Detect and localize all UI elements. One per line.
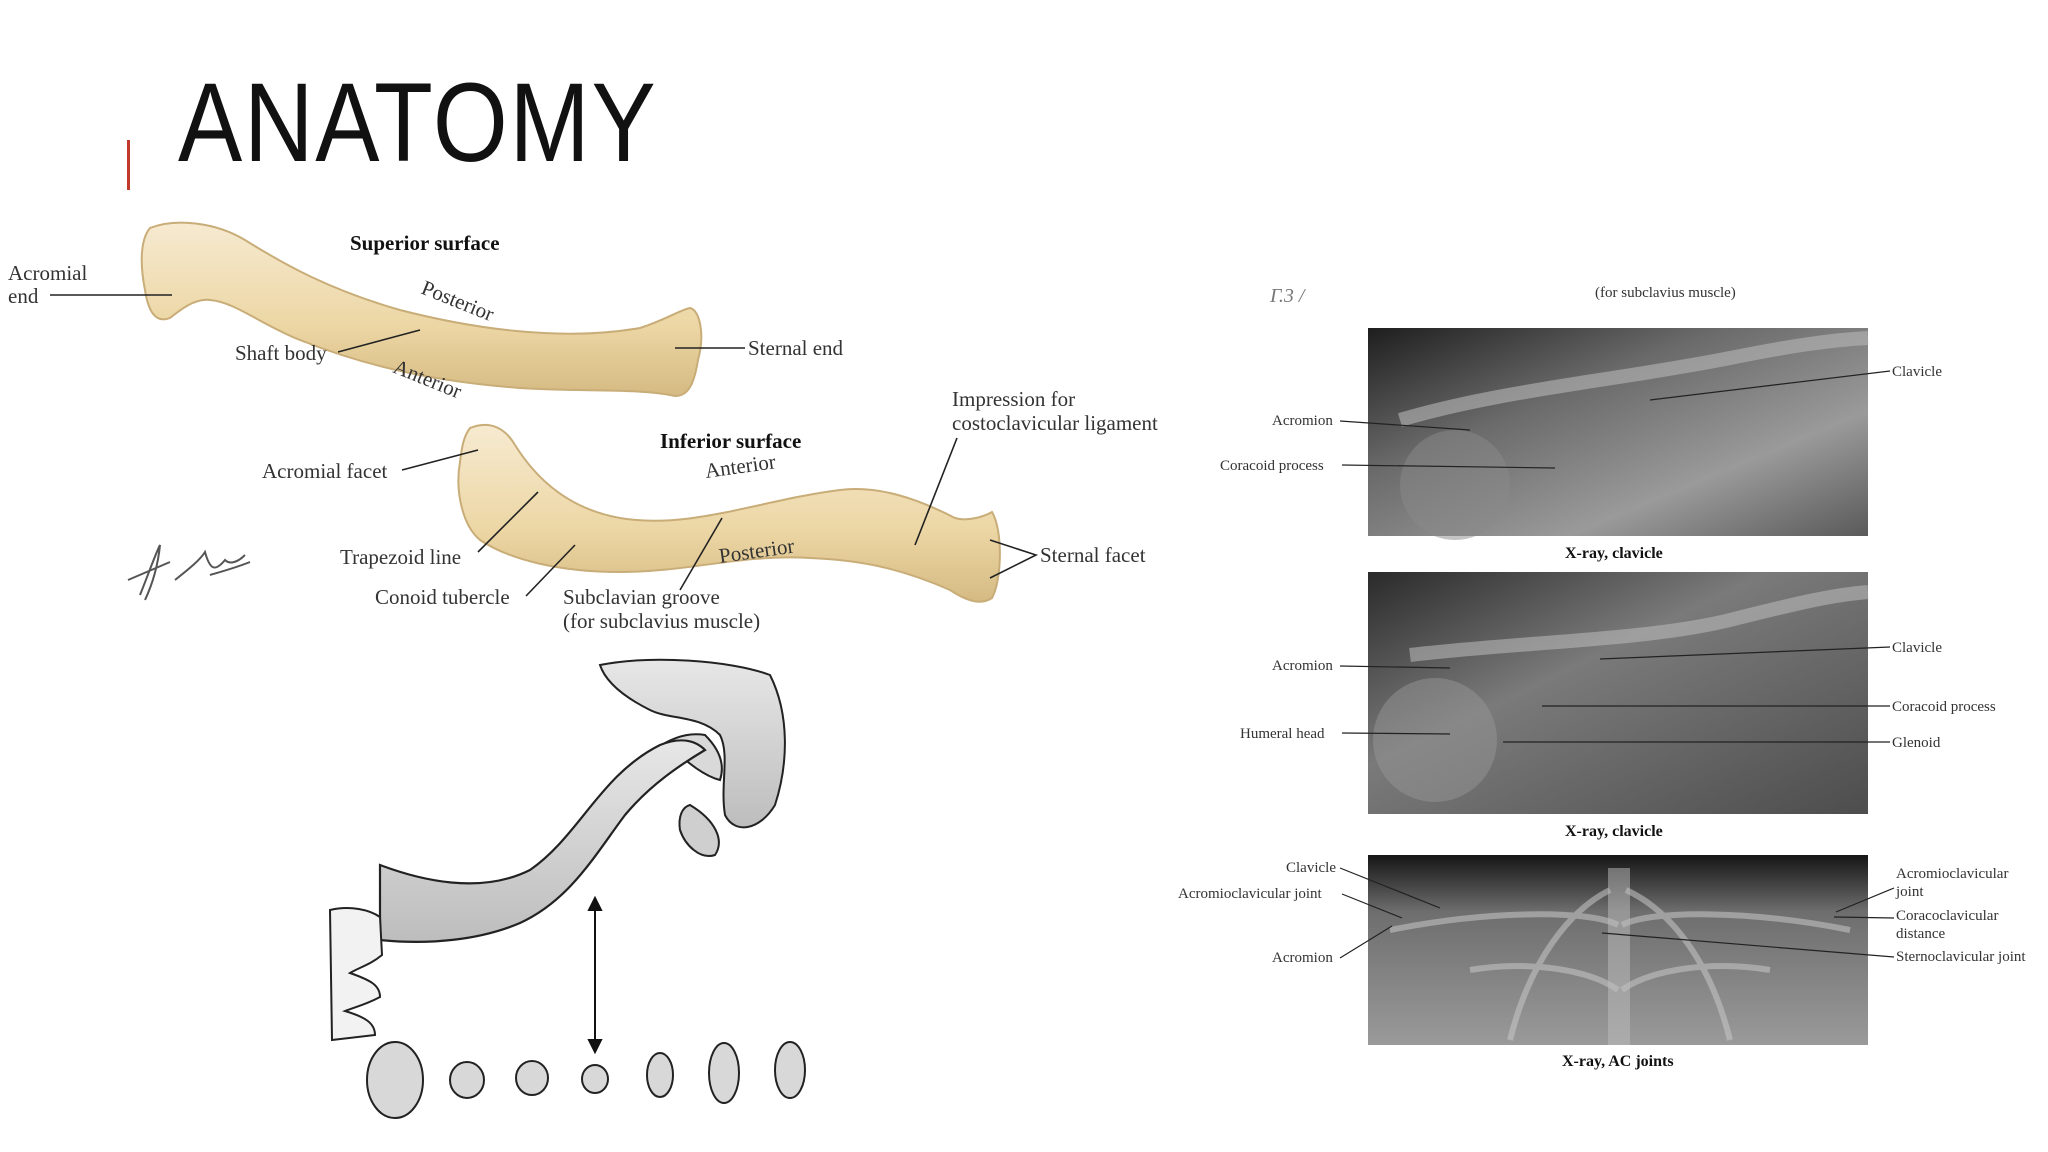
xray-1-clavicle-leader: [1649, 370, 1891, 401]
conoid-tubercle-leader: [525, 544, 576, 597]
slide-title: ANATOMY: [178, 60, 658, 185]
xray-2-humeral-shadow: [1373, 678, 1497, 802]
xray-3-ac-joint-left-label: Acromioclavicular joint: [1178, 886, 1323, 902]
xray-1-coracoid-label: Coracoid process: [1220, 458, 1324, 474]
title-accent-bar: [127, 140, 130, 190]
xray-1-acromion-leader: [1339, 420, 1471, 431]
sternal-facet-label: Sternal facet: [1040, 543, 1146, 567]
clavicle-outline: [378, 739, 707, 943]
xray-3-coracoclavicular-leader: [1833, 916, 1895, 919]
subclavian-groove-label-2: (for subclavius muscle): [563, 609, 760, 633]
coracoid-tip: [678, 803, 720, 857]
anterior-label-inf: Anterior: [703, 449, 777, 483]
xray-3-ribcage: [1389, 887, 1851, 1041]
xray-3-spine: [1608, 868, 1630, 1045]
xray-3-sternoclavicular-label: Sternoclavicular joint: [1896, 949, 2026, 965]
xray-3-clavicle-label: Clavicle: [1286, 860, 1336, 876]
xray-1-acromion-label: Acromion: [1272, 413, 1333, 429]
xray-1-humeral-shadow: [1400, 430, 1510, 540]
xray-2-clavicle-shadow: [1409, 585, 1869, 662]
xray-2-caption: X-ray, clavicle: [1565, 823, 1663, 840]
xray-3-ac-joint-left-leader: [1341, 893, 1403, 919]
clavicle-illustration: Superior surface Acromial end Posterior …: [8, 221, 1158, 633]
xray-3-ac-joint-right-label-1: Acromioclavicular: [1896, 866, 2008, 882]
xray-scribble: Γ.3 /: [1269, 285, 1307, 307]
xray-2-glenoid-label: Glenoid: [1892, 735, 1941, 751]
sternal-end-label: Sternal end: [748, 336, 844, 360]
impression-label-2: costoclavicular ligament: [952, 411, 1158, 435]
trapezoid-line-label: Trapezoid line: [340, 545, 461, 569]
cross-sections: [366, 1041, 806, 1119]
shoulder-line-drawing: [328, 658, 806, 1119]
xray-3-coracoclavicular-label-1: Coracoclavicular: [1896, 908, 1998, 924]
xray-top-caption: (for subclavius muscle): [1595, 285, 1736, 301]
clavicle-inferior-bone: [457, 423, 1001, 603]
xray-1-clavicle-shadow: [1397, 331, 1869, 427]
sternum-ribs: [328, 907, 384, 1042]
xray-2-coracoid-label: Coracoid process: [1892, 699, 1996, 715]
conoid-tubercle-label: Conoid tubercle: [375, 585, 510, 609]
distance-arrow: [587, 895, 603, 1055]
impression-label-1: Impression for: [952, 387, 1075, 411]
subclavian-groove-label-1: Subclavian groove: [563, 585, 720, 609]
xray-3-acromion-label: Acromion: [1272, 950, 1333, 966]
xray-2-humeral-head-leader: [1341, 732, 1451, 735]
inferior-surface-heading: Inferior surface: [660, 429, 801, 453]
superior-surface-heading: Superior surface: [350, 231, 500, 255]
xray-2-acromion-label: Acromion: [1272, 658, 1333, 674]
clavicle-superior-bone: [140, 221, 703, 398]
xray-3-ac-joint-right-leader: [1835, 887, 1895, 913]
subclavian-groove-leader: [679, 517, 723, 591]
impression-leader: [914, 437, 958, 546]
xray-3-ac-joint-right-label-2: joint: [1895, 884, 1924, 900]
trapezoid-line-leader: [477, 491, 539, 553]
xray-1-clavicle-label: Clavicle: [1892, 364, 1942, 380]
xray-3-acromion-leader: [1339, 925, 1393, 959]
xray-panel: (for subclavius muscle) Γ.3 / X-ray, cla…: [1178, 285, 2026, 1070]
xray-2-acromion-leader: [1339, 665, 1451, 669]
shaft-body-leader: [337, 329, 421, 353]
acromial-end-label-2: end: [8, 284, 39, 308]
xray-1-coracoid-leader: [1341, 464, 1556, 469]
xray-3-caption: X-ray, AC joints: [1562, 1053, 1674, 1070]
acromial-end-label-1: Acromial: [8, 261, 87, 285]
xray-3-sternoclavicular-leader: [1601, 932, 1895, 958]
xray-2-clavicle-label: Clavicle: [1892, 640, 1942, 656]
xray-2-humeral-head-label: Humeral head: [1240, 726, 1325, 742]
xray-1-caption: X-ray, clavicle: [1565, 545, 1663, 562]
xray-2-clavicle-leader: [1599, 646, 1891, 660]
acromial-facet-label: Acromial facet: [262, 459, 388, 483]
xray-3-clavicle-leader: [1339, 867, 1441, 909]
scapula-acromion: [598, 658, 786, 829]
sternal-facet-leader: [989, 539, 1039, 579]
xray-3-coracoclavicular-label-2: distance: [1896, 926, 1945, 942]
shaft-body-label: Shaft body: [235, 341, 327, 365]
netter-signature: [127, 544, 251, 601]
acromial-facet-leader: [401, 449, 479, 471]
